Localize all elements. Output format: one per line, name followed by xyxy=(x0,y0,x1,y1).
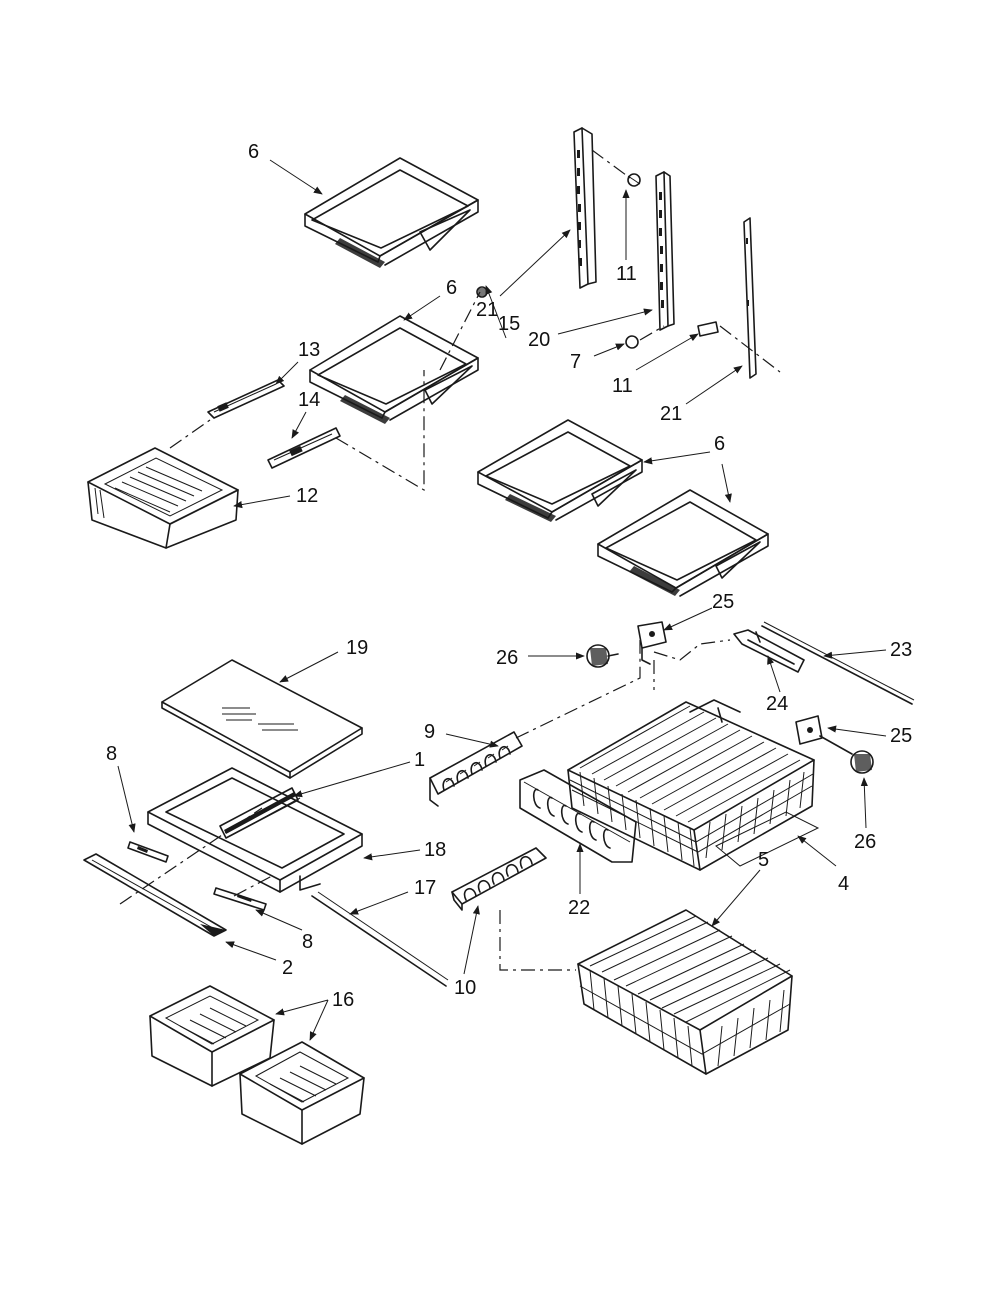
rail-20 xyxy=(655,171,675,331)
guide-line xyxy=(169,419,211,449)
callout-10: 10 xyxy=(454,977,476,999)
callout-4: 4 xyxy=(838,873,849,895)
panel-22 xyxy=(519,769,637,863)
callout-26-lower: 26 xyxy=(854,831,876,853)
shelf-6-second xyxy=(309,315,479,424)
leader-arrows xyxy=(117,159,887,1041)
callout-17: 17 xyxy=(414,877,436,899)
slide-13 xyxy=(207,379,285,419)
guide-line xyxy=(119,807,273,905)
shelf-6-top xyxy=(304,157,479,268)
rail-21-left xyxy=(573,127,597,289)
lever-24 xyxy=(733,629,805,673)
screw-7 xyxy=(625,325,665,349)
rail-21-right xyxy=(743,217,757,379)
callout-18: 18 xyxy=(424,839,446,861)
callout-16: 16 xyxy=(332,989,354,1011)
callout-8-right: 8 xyxy=(302,931,313,953)
guide-line xyxy=(515,640,641,739)
wire-basket-5 xyxy=(577,909,793,1075)
bracket-9 xyxy=(429,731,523,807)
rod-17-edge xyxy=(317,891,449,981)
gear-26-lower xyxy=(819,735,874,774)
callout-25-upper: 25 xyxy=(712,591,734,613)
callout-26-upper: 26 xyxy=(496,647,518,669)
callout-22: 22 xyxy=(568,897,590,919)
screw-11-bottom xyxy=(697,321,781,373)
rod-23-edge xyxy=(763,621,915,701)
rod-17 xyxy=(311,895,447,987)
guide-line xyxy=(499,910,576,971)
callout-9: 9 xyxy=(424,721,435,743)
callout-19: 19 xyxy=(346,637,368,659)
wire-basket-4 xyxy=(567,699,820,871)
callout-13: 13 xyxy=(298,339,320,361)
guide-line xyxy=(653,639,731,690)
frame-18 xyxy=(147,767,363,893)
bin-16-right xyxy=(239,1041,365,1145)
callout-12: 12 xyxy=(296,485,318,507)
callout-6-top: 6 xyxy=(248,141,259,163)
shelf-6-third xyxy=(477,419,643,522)
callout-23: 23 xyxy=(890,639,912,661)
screw-11-top xyxy=(591,149,641,187)
callout-25-lower: 25 xyxy=(890,725,912,747)
callout-20: 20 xyxy=(528,329,550,351)
bracket-25-lower xyxy=(795,715,823,745)
callout-6-second: 6 xyxy=(446,277,457,299)
slide-14 xyxy=(267,427,341,469)
bracket-10 xyxy=(451,847,547,911)
clip-8-left xyxy=(127,841,169,863)
shelf-6-fourth xyxy=(597,489,769,597)
callout-2: 2 xyxy=(282,957,293,979)
gear-26-upper xyxy=(586,644,619,668)
callout-14: 14 xyxy=(298,389,320,411)
glass-shelf-19 xyxy=(161,659,363,779)
callout-11-top: 11 xyxy=(616,263,637,285)
bracket-25-upper xyxy=(637,621,667,665)
callout-21-left: 21 xyxy=(476,299,498,321)
guide-line xyxy=(335,370,425,492)
callout-11-bottom: 11 xyxy=(612,375,633,397)
rail-1 xyxy=(219,787,301,839)
rod-23 xyxy=(761,625,913,705)
callout-24: 24 xyxy=(766,693,788,715)
callout-1: 1 xyxy=(414,749,425,771)
trim-2 xyxy=(83,853,227,937)
clip-8-right xyxy=(213,887,267,911)
callout-21-right: 21 xyxy=(660,403,682,425)
crisper-drawer-12 xyxy=(87,447,239,549)
callout-5: 5 xyxy=(758,849,769,871)
bin-16-left xyxy=(149,985,275,1087)
callout-15: 15 xyxy=(498,313,520,335)
callout-7: 7 xyxy=(570,351,581,373)
callout-6-third: 6 xyxy=(714,433,725,455)
callout-8-left: 8 xyxy=(106,743,117,765)
